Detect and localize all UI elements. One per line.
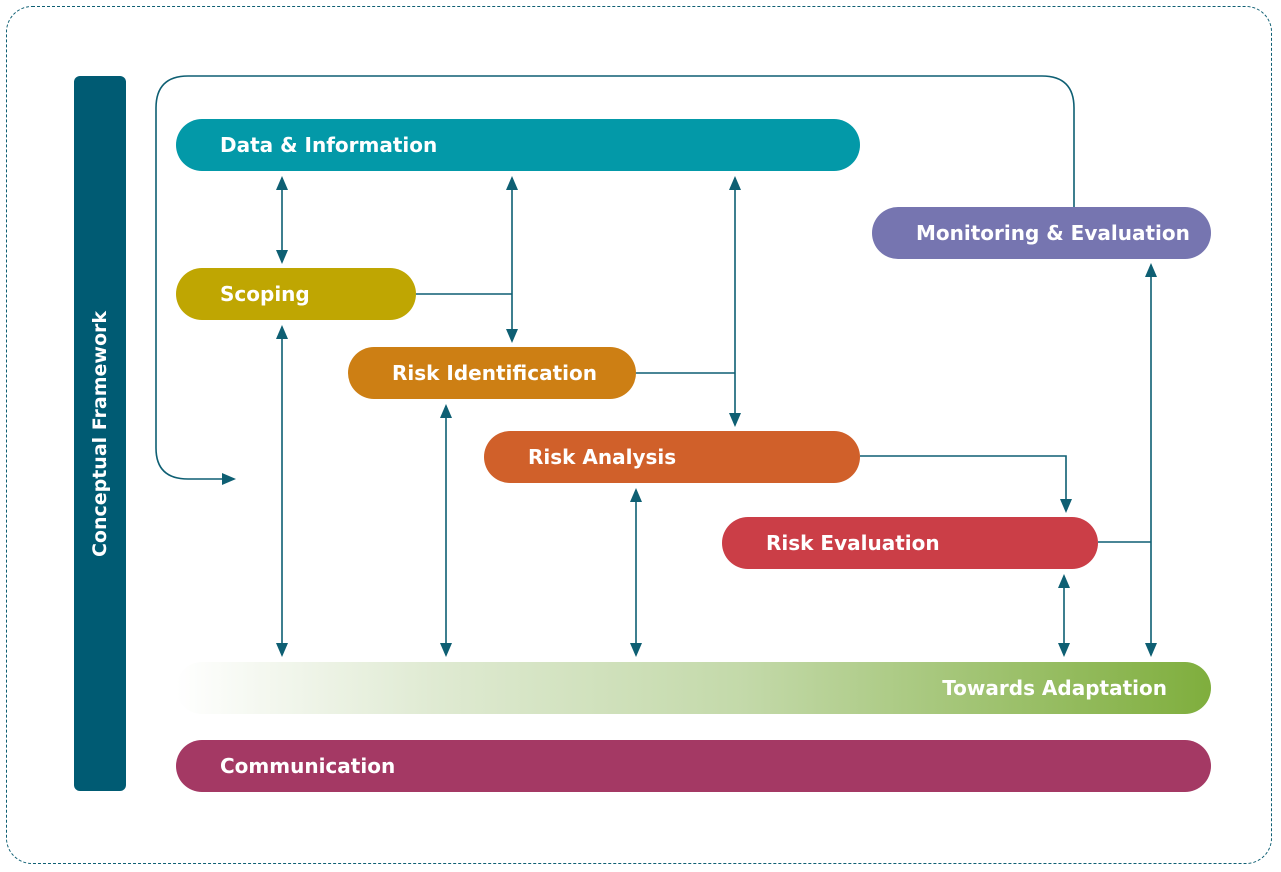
data-information-node: Data & Information (176, 119, 860, 171)
risk-identification-node: Risk Identification (348, 347, 636, 399)
dashed-frame (6, 6, 1272, 864)
risk-evaluation-node: Risk Evaluation (722, 517, 1098, 569)
communication-node: Communication (176, 740, 1211, 792)
conceptual-framework-bar: Conceptual Framework (74, 76, 126, 791)
towards-adaptation-node: Towards Adaptation (176, 662, 1211, 714)
conceptual-framework-label: Conceptual Framework (89, 310, 111, 557)
scoping-node: Scoping (176, 268, 416, 320)
risk-analysis-node: Risk Analysis (484, 431, 860, 483)
monitoring-evaluation-node: Monitoring & Evaluation (872, 207, 1211, 259)
